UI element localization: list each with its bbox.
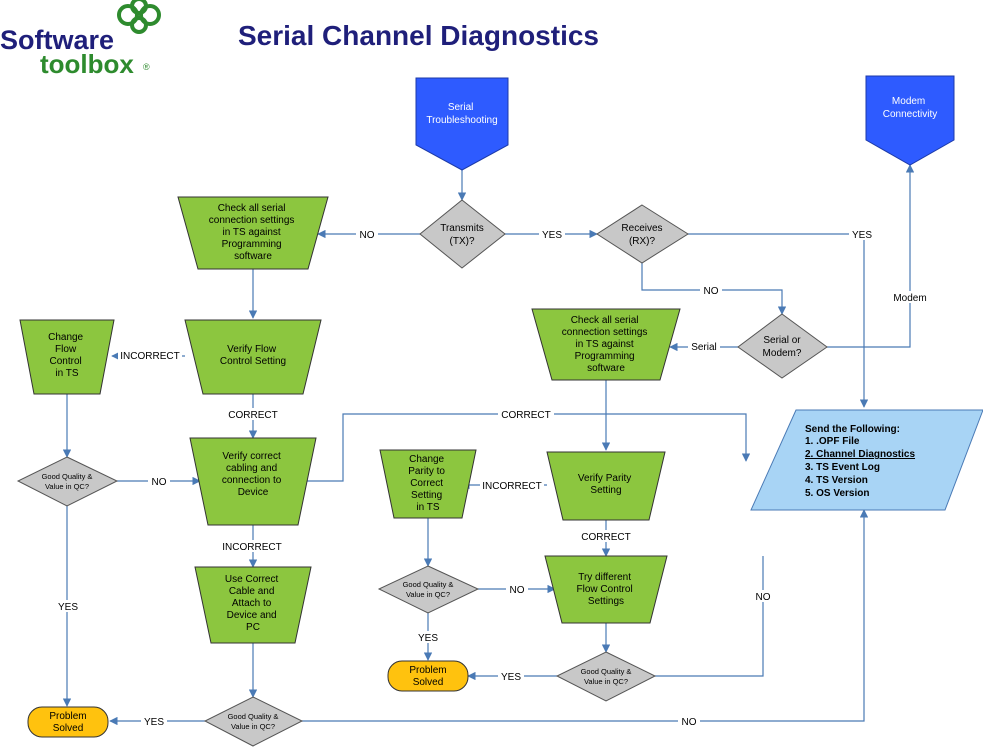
svg-text:Try different Flow Contr: Try different Flow Control Settings [577,572,636,607]
edge-label-serial: Serial [691,342,717,353]
edge-label-correct-parity: CORRECT [581,532,630,543]
decision-good-quality-left: Good Quality &Value in QC? [16,456,119,507]
svg-text:Check all serial connect: Check all serial connection settings in … [562,315,650,374]
svg-text:Good Quality &Value in QC?: Good Quality &Value in QC? [42,472,93,491]
edge-label-no-gqp: NO [510,585,525,596]
logo-text-line2: toolbox [40,49,134,79]
decision-receives: Receives(RX)? [596,204,689,264]
svg-text:Check all serial connect: Check all serial connection settings in … [209,203,297,262]
svg-text:Receives(RX)?: Receives(RX)? [621,223,662,247]
edge-label-correct-top: CORRECT [501,410,550,421]
decision-good-quality-parity: Good Quality &Value in QC? [377,565,480,614]
modem-connectivity-label: Modem Connectivity [883,96,937,120]
send-item-5: 5. OS Version [805,488,869,499]
svg-text:Verify Parity Setting: Verify Parity Setting [578,473,634,496]
start-node-serial-troubleshooting: Serial Troubleshooting [415,77,509,171]
logo-text-line1: Software [0,25,114,55]
process-check-settings-right: Check all serial connection settings in … [531,308,681,381]
decision-good-quality-right: Good Quality &Value in QC? [555,651,657,702]
process-verify-parity: Verify Parity Setting [546,451,666,521]
edge-label-no-bottom: NO [682,717,697,728]
edge-label-yes-gq1: YES [58,602,78,613]
edge-label-modem: Modem [893,293,926,304]
decision-good-quality-bottom: Good Quality &Value in QC? [203,696,304,747]
edge-label-yes-bottom: YES [144,717,164,728]
svg-text:Good Quality &Value in QC?: Good Quality &Value in QC? [403,580,454,599]
svg-text:Use Correct Cable and: Use Correct Cable and Attach to Device a… [225,574,281,633]
edge-labels: NO YES YES NO Modem Serial INCORRECT COR… [55,228,930,728]
logo-registered-mark: ® [143,62,150,72]
process-change-parity: Change Parity to Correct Setting in TS [379,449,477,519]
process-verify-flow-control: Verify Flow Control Setting [184,319,322,395]
svg-text:Good Quality &Value in QC?: Good Quality &Value in QC? [581,667,632,686]
process-try-flow-control: Try different Flow Control Settings [544,555,668,624]
logo: Software toolbox ® [0,0,161,79]
send-item-4: 4. TS Version [805,475,868,486]
edge-label-no-right: NO [756,592,771,603]
logo-knot-icon [117,0,161,34]
edge-label-yes-rx: YES [852,230,872,241]
edge-label-incorrect-cabling: INCORRECT [222,542,281,553]
decision-transmits: Transmits(TX)? [419,199,506,269]
svg-text:Good Quality &Value in QC?: Good Quality &Value in QC? [228,712,279,731]
send-item-2: 2. Channel Diagnostics [805,449,915,460]
edge-label-no-rx: NO [704,286,719,297]
output-send-the-following: Send the Following: 1. .OPF File 2. Chan… [750,409,983,511]
process-use-correct-cable: Use Correct Cable and Attach to Device a… [194,566,312,644]
svg-text:Transmits(TX)?: Transmits(TX)? [440,223,484,247]
send-title: Send the Following: [805,424,900,435]
edge-label-correct-flow: CORRECT [228,410,277,421]
edge-label-yes-right: YES [501,672,521,683]
svg-text:Change Flow Contro: Change Flow Control in TS [48,332,86,379]
start-node-modem-connectivity: Modem Connectivity [865,75,955,166]
serial-troubleshooting-label: Serial Troubleshooting [426,102,497,126]
page-title: Serial Channel Diagnostics [238,20,599,51]
send-item-3: 3. TS Event Log [805,462,880,473]
svg-text:Verify Flow Control Sett: Verify Flow Control Setting [220,344,286,367]
edge-label-yes-gqp: YES [418,633,438,644]
edge-label-no-gq1: NO [152,477,167,488]
process-verify-cabling: Verify correct cabling and connection to… [189,437,317,526]
process-change-flow-control: Change Flow Control in TS [19,319,115,395]
edge-label-incorrect-parity: INCORRECT [482,481,541,492]
edge-label-yes-tx: YES [542,230,562,241]
svg-text:Verify correct cabling a: Verify correct cabling and connection to… [222,451,284,498]
edge-label-no-tx: NO [360,230,375,241]
edge-label-incorrect-flow: INCORRECT [120,351,179,362]
process-check-settings-left: Check all serial connection settings in … [177,196,329,270]
send-item-1: 1. .OPF File [805,436,860,447]
svg-text:Change Parity to C: Change Parity to Correct Setting in TS [408,454,447,513]
